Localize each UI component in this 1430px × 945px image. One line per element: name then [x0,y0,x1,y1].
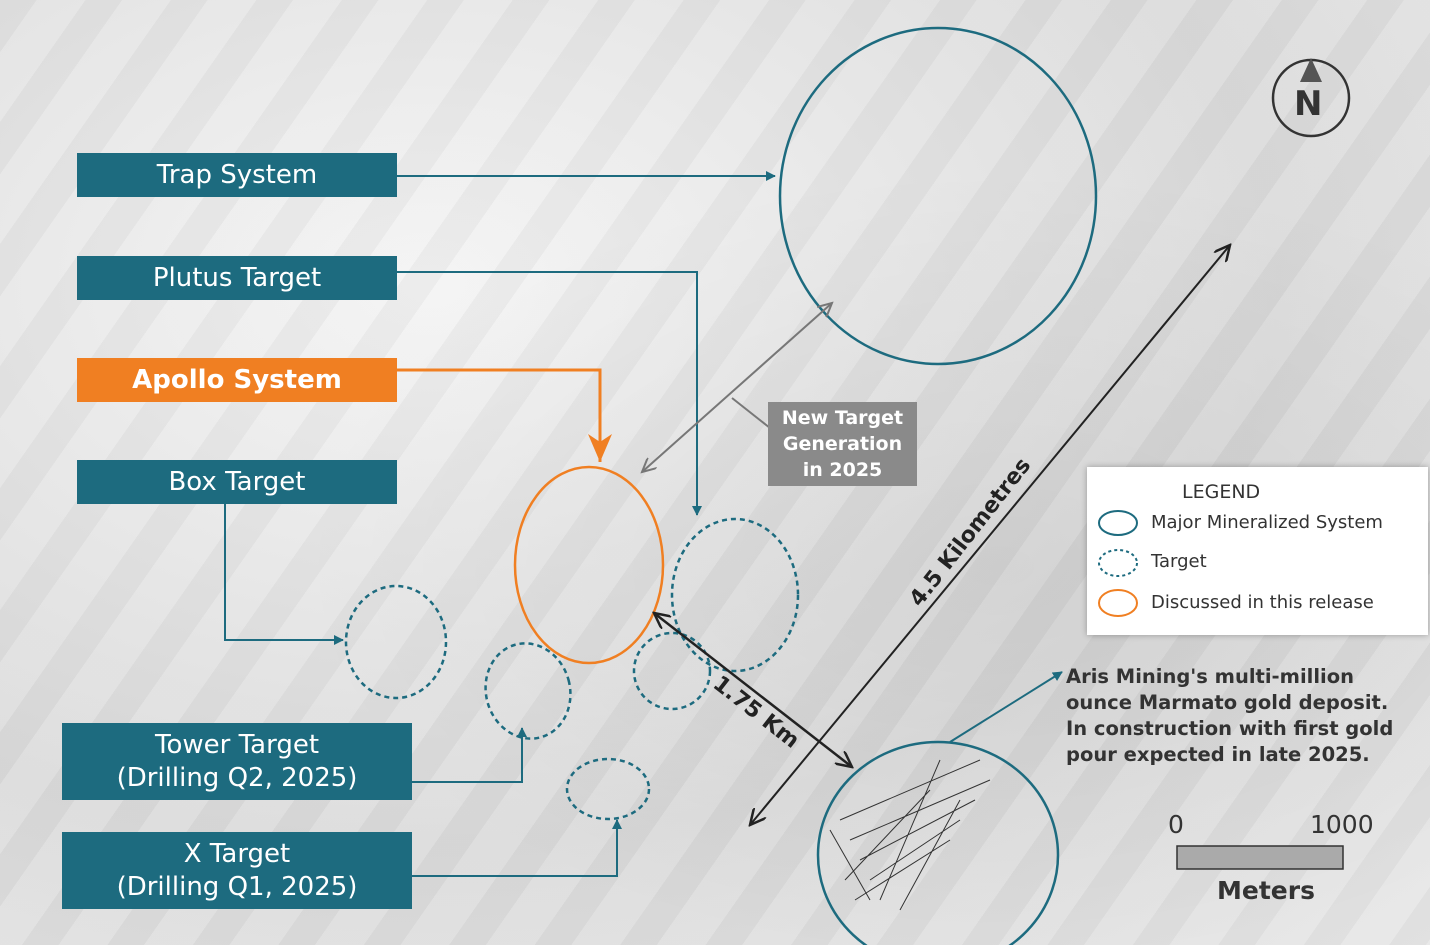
note-line: pour expected in late 2025. [1066,743,1370,766]
apollo-leader [397,368,612,462]
legend: LEGEND Major Mineralized System Target D… [1087,467,1428,635]
legend-item: Major Mineralized System [1151,512,1383,533]
vein-traces [829,759,991,911]
marmato-leader [949,671,1063,743]
box-target-ellipse [344,584,448,700]
target-symbol-icon [1098,549,1138,577]
scale-start: 0 [1168,810,1184,839]
marmato-note: Aris Mining's multi-million ounce Marmat… [1066,664,1393,768]
trap-system-ellipse [778,26,1098,366]
major-system-symbol-icon [1098,510,1138,536]
distance-1-75km-arrow [654,613,852,767]
new-target-generation-label: New Target Generation in 2025 [768,402,917,486]
x-target-drilling: (Drilling Q1, 2025) [116,871,358,902]
tower-target-ellipse [484,642,572,740]
north-arrow-icon [1271,58,1351,138]
legend-item: Target [1151,551,1207,572]
plutus-target-label: Plutus Target [77,256,397,300]
tower-target-label: Tower Target (Drilling Q2, 2025) [62,723,412,800]
new-target-line: Generation [782,433,903,455]
tower-leader [412,727,527,783]
north-label: N [1294,84,1323,124]
plutus-target-ellipse [670,517,800,673]
box-leader [224,504,344,645]
plutus-leader [397,271,702,516]
legend-title: LEGEND [1182,481,1261,503]
tower-target-drilling: (Drilling Q2, 2025) [116,762,358,793]
note-line: Aris Mining's multi-million [1066,665,1354,688]
x-target-ellipse [565,757,651,821]
x-leader [412,819,622,877]
x-target-name: X Target [183,838,291,869]
box-target-label: Box Target [77,460,397,504]
new-target-line: in 2025 [802,459,883,481]
scale-unit: Meters [1217,876,1315,905]
target-ellipse [632,631,712,711]
legend-symbols [1098,510,1138,617]
scale-bar [1176,845,1344,870]
apollo-system-ellipse [513,465,665,665]
note-line: ounce Marmato gold deposit. [1066,691,1389,714]
discussed-symbol-icon [1098,589,1138,617]
tower-target-name: Tower Target [154,729,320,760]
new-target-line: New Target [781,407,904,429]
trap-system-label: Trap System [77,153,397,197]
apollo-system-label: Apollo System [77,358,397,402]
scale-end: 1000 [1310,810,1374,839]
legend-item: Discussed in this release [1151,592,1374,613]
new-target-tick [731,397,771,429]
marmato-deposit-circle [816,740,1060,945]
note-line: In construction with first gold [1066,717,1394,740]
x-target-label: X Target (Drilling Q1, 2025) [62,832,412,909]
